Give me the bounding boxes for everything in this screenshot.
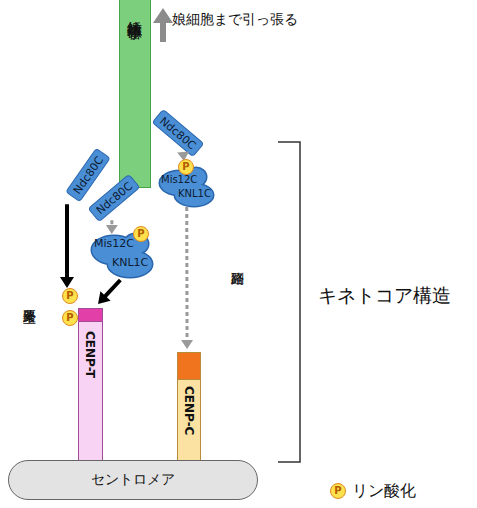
structure-label: キネトコア構造 xyxy=(318,285,451,307)
arrow-head xyxy=(60,277,74,288)
arrow-head xyxy=(98,291,111,304)
phospho-mark: P xyxy=(334,486,341,496)
phospho-mark: P xyxy=(182,162,189,172)
node-text: 紡錘体微小管 xyxy=(126,9,143,15)
connector xyxy=(181,207,193,349)
protein-head xyxy=(78,308,103,322)
phospho-mark: P xyxy=(66,313,73,323)
connector xyxy=(106,220,118,234)
phospho-circle: P xyxy=(62,310,78,326)
connector-line xyxy=(105,280,121,297)
protein-head xyxy=(177,352,201,380)
node-text: KNL1C xyxy=(178,188,211,199)
phospho-mark: P xyxy=(66,291,73,301)
connector-line xyxy=(182,152,185,155)
connector-line xyxy=(65,204,69,278)
cloud-fill xyxy=(108,251,152,277)
phospho-mark: P xyxy=(137,229,144,239)
arrow-head xyxy=(181,340,193,349)
legend-text: リン酸化 xyxy=(352,482,416,500)
cloud-edge xyxy=(175,184,213,206)
node-text: Ndc80C xyxy=(70,154,105,197)
phospho-circle: P xyxy=(330,483,346,499)
node-text: セントロメア xyxy=(91,471,175,489)
node-text: CENP-C xyxy=(182,386,195,435)
phospho-circle: P xyxy=(62,288,78,304)
node-text: Mis12C xyxy=(94,238,134,250)
node-text: CENP-T xyxy=(83,331,96,378)
node-text: Ndc80C xyxy=(157,114,198,152)
connector xyxy=(98,280,120,304)
cloud-fill xyxy=(175,184,213,206)
ndc80-complex: Ndc80C xyxy=(152,109,205,157)
node-text: Ndc80C xyxy=(93,179,134,217)
cenp-t-protein: CENP-T xyxy=(78,308,103,464)
phospho-circle: P xyxy=(133,226,149,242)
pull-caption: 娘細胞まで引っ張る xyxy=(172,11,298,27)
node-text: Mis12C xyxy=(161,174,197,185)
ndc80-complex: Ndc80C xyxy=(88,174,141,222)
kinetochore-bracket xyxy=(278,142,300,462)
connector xyxy=(60,204,74,288)
cloud-edge xyxy=(108,251,152,277)
arrow-head xyxy=(106,225,118,234)
pull-arrow xyxy=(153,8,173,42)
centromere: セントロメア xyxy=(8,460,258,500)
microtubule-bar: 紡錘体微小管 xyxy=(119,0,151,188)
cenp-c-protein: CENP-C xyxy=(177,352,201,464)
connector-line xyxy=(185,207,188,341)
node-text: KNL1C xyxy=(112,257,148,269)
phospho-circle: P xyxy=(178,159,194,175)
connector-line xyxy=(110,220,113,226)
